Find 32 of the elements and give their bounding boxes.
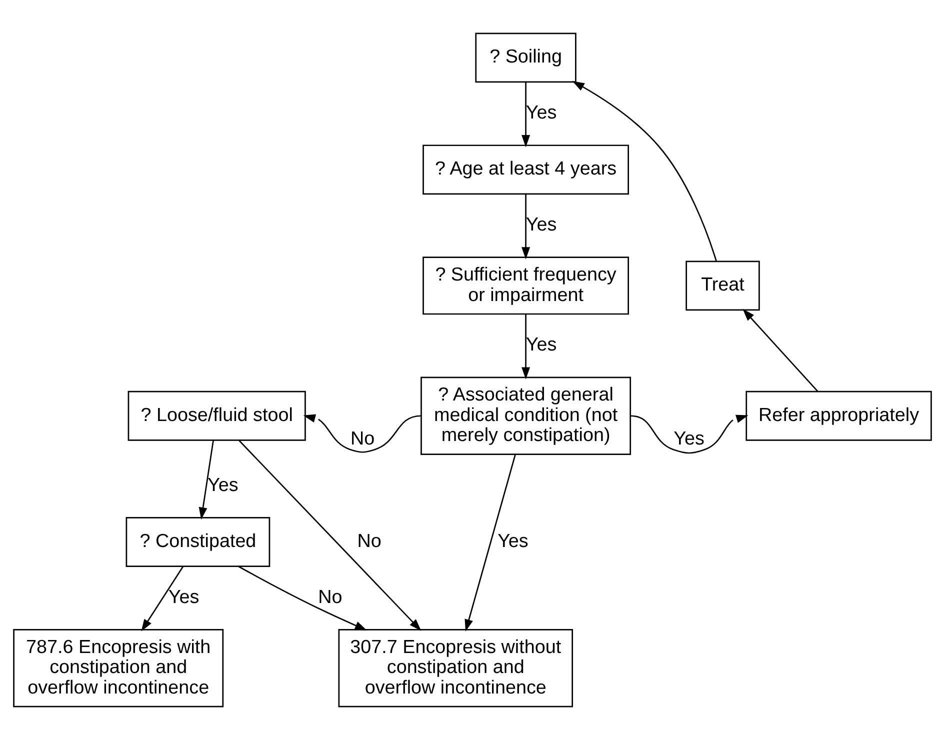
node-box: ? Constipated xyxy=(126,517,270,567)
arrow xyxy=(522,82,530,148)
arrow xyxy=(464,454,516,632)
arrow xyxy=(522,314,530,380)
node-box: Refer appropriately xyxy=(746,390,932,441)
edge-label: No xyxy=(318,586,342,608)
arrow xyxy=(522,194,530,260)
arrow xyxy=(630,414,748,454)
edge-label: Yes xyxy=(526,214,557,236)
edge-label: Yes xyxy=(208,475,238,496)
arrow xyxy=(238,440,422,631)
node-box: ? Associated general medical condition (not merely constipation) xyxy=(420,376,632,455)
node-box: ? Loose/fluid stool xyxy=(128,390,306,441)
edge-label: Yes xyxy=(526,102,557,124)
edge-label: No xyxy=(357,531,382,552)
arrow xyxy=(141,566,184,632)
node-box: ? Age at least 4 years xyxy=(422,144,629,195)
node-box: 787.6 Encopresis with constipation and overflow incontinence xyxy=(13,629,224,708)
arrow xyxy=(238,566,368,630)
node-box: ? Sufficient frequency or impairment xyxy=(422,256,629,315)
node-box: Treat xyxy=(686,260,760,311)
arrow xyxy=(572,80,717,262)
node-box: ? Soiling xyxy=(475,32,576,83)
edge-label: No xyxy=(350,428,375,450)
edge-label: Yes xyxy=(168,586,200,608)
edge-label: Yes xyxy=(498,531,528,552)
arrow xyxy=(303,414,422,453)
arrow xyxy=(198,440,214,520)
edge-label: Yes xyxy=(526,334,557,356)
node-box: 307.7 Encopresis without constipation and overflow incontinence xyxy=(338,629,573,708)
arrow xyxy=(742,308,818,392)
edge-label: Yes xyxy=(674,428,704,450)
